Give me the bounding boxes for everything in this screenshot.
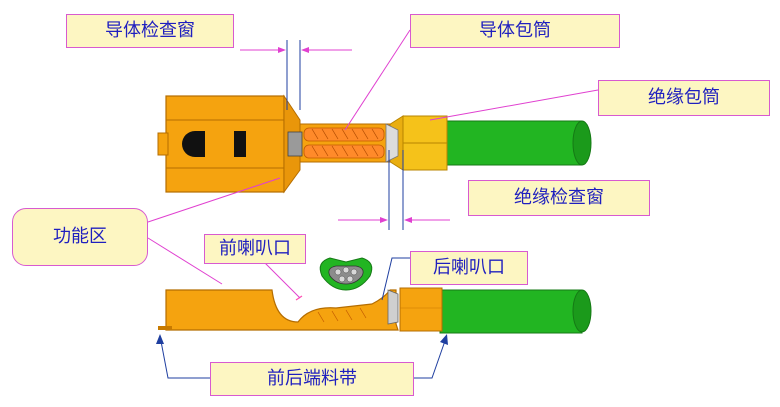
- front-bellmouth-label: 前喇叭口: [204, 234, 306, 264]
- wire-side-view: [439, 289, 592, 334]
- insulation-window-label: 绝缘检查窗: [468, 180, 650, 216]
- left-arrow-head: [156, 334, 164, 344]
- leader-lines: [147, 29, 599, 299]
- rear-bellmouth-label: 后喇叭口: [410, 251, 528, 285]
- functional-area-label: 功能区: [12, 208, 148, 266]
- carrier-cutoff-label: 前后端料带: [210, 362, 414, 396]
- front-bellmouth-marker: [295, 295, 303, 301]
- crimp-cross-section: [319, 257, 373, 291]
- conductor-barrel-top: [299, 123, 399, 163]
- insulation-barrel-label: 绝缘包筒: [598, 80, 770, 116]
- conductor-window-dimension: [240, 40, 352, 110]
- terminal-body-top: [157, 94, 303, 194]
- terminal-body-side: [158, 289, 399, 331]
- conductor-barrel-label: 导体包筒: [410, 14, 620, 48]
- conductor-window-label: 导体检查窗: [66, 14, 234, 48]
- insulation-barrel-side: [399, 287, 443, 332]
- wire-top-view: [439, 120, 592, 166]
- right-arrow-head: [440, 334, 448, 345]
- blue-leader-lines: [159, 257, 447, 379]
- insulation-window-dimension: [338, 150, 450, 230]
